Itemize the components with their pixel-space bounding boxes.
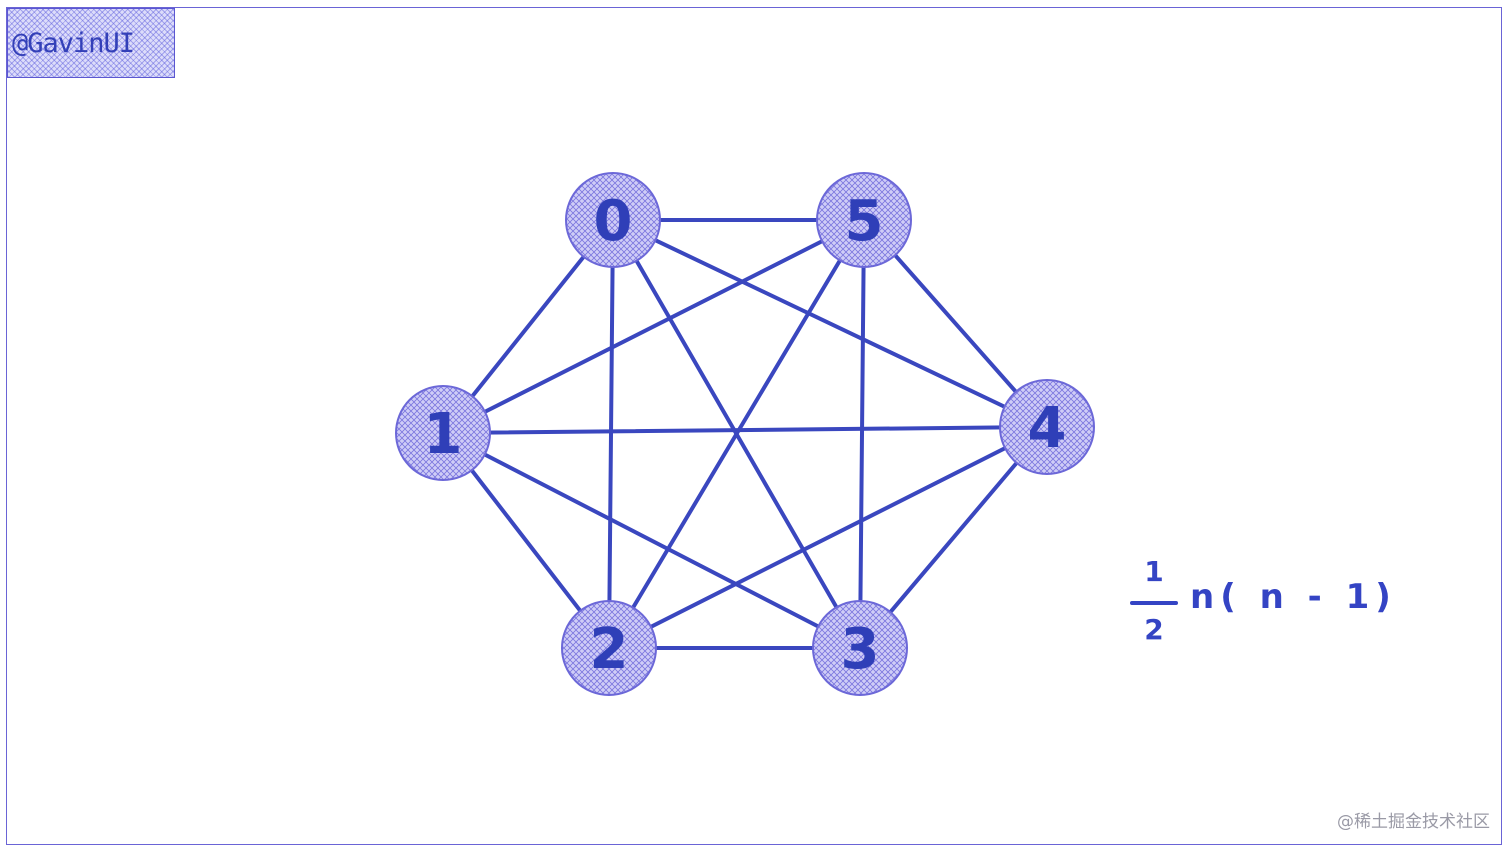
node-label: 3 bbox=[841, 617, 880, 682]
edge-5-2 bbox=[607, 218, 866, 650]
edge-3-4 bbox=[858, 425, 1049, 650]
node-5: 5 bbox=[816, 172, 912, 268]
node-label: 2 bbox=[590, 617, 629, 682]
node-0: 0 bbox=[565, 172, 661, 268]
author-tag: @GavinUI bbox=[7, 8, 175, 78]
node-1: 1 bbox=[395, 385, 491, 481]
edge-0-4 bbox=[611, 218, 1049, 429]
node-3: 3 bbox=[812, 600, 908, 696]
node-circle bbox=[565, 172, 661, 268]
node-circle bbox=[561, 600, 657, 696]
fraction-denominator: 2 bbox=[1144, 613, 1164, 646]
node-circle bbox=[812, 600, 908, 696]
edge-1-3 bbox=[441, 431, 862, 650]
site-watermark: @稀土掘金技术社区 bbox=[1337, 812, 1490, 832]
node-4: 4 bbox=[999, 379, 1095, 475]
formula-expression: n( n - 1) bbox=[1190, 577, 1397, 617]
canvas-frame bbox=[6, 7, 1502, 845]
edge-5-3 bbox=[858, 218, 866, 650]
node-circle bbox=[816, 172, 912, 268]
node-circle bbox=[395, 385, 491, 481]
node-label: 5 bbox=[845, 189, 884, 254]
node-label: 1 bbox=[424, 402, 463, 467]
edge-1-4 bbox=[441, 425, 1049, 435]
node-2: 2 bbox=[561, 600, 657, 696]
edge-0-2 bbox=[607, 218, 615, 650]
edge-2-4 bbox=[607, 425, 1049, 650]
node-label: 4 bbox=[1028, 396, 1067, 461]
fraction-numerator: 1 bbox=[1144, 555, 1164, 588]
fraction-bar bbox=[1130, 601, 1178, 605]
node-circle bbox=[999, 379, 1095, 475]
edge-5-1 bbox=[441, 218, 866, 435]
node-label: 0 bbox=[594, 189, 633, 254]
